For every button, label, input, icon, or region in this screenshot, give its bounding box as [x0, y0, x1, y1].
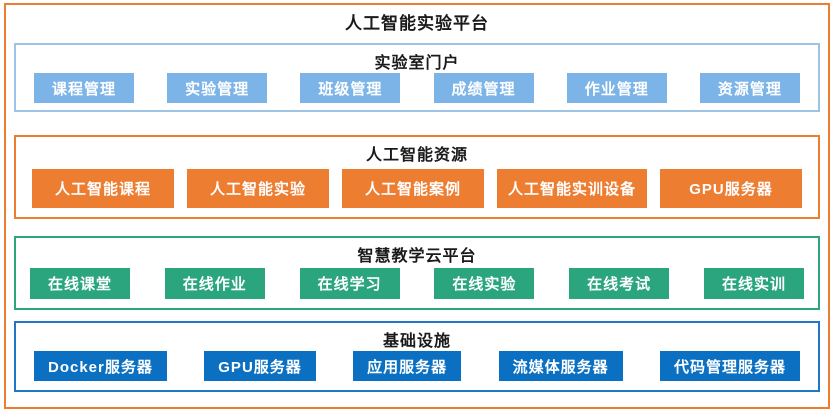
node-homework-management: 作业管理 [566, 73, 667, 103]
node-grade-management: 成绩管理 [433, 73, 534, 103]
platform-diagram-frame: 人工智能实验平台 实验室门户 课程管理 实验管理 班级管理 成绩管理 作业管理 … [4, 3, 830, 409]
layer-teaching-cloud-row: 在线课堂 在线作业 在线学习 在线实验 在线考试 在线实训 [16, 268, 818, 299]
layer-teaching-cloud: 智慧教学云平台 在线课堂 在线作业 在线学习 在线实验 在线考试 在线实训 [14, 236, 820, 310]
node-ai-training-equipment: 人工智能实训设备 [497, 169, 647, 208]
node-ai-experiment: 人工智能实验 [187, 169, 329, 208]
node-experiment-management: 实验管理 [167, 73, 268, 103]
node-course-management: 课程管理 [34, 73, 134, 103]
layer-ai-resources-title: 人工智能资源 [365, 147, 468, 164]
layer-infrastructure: 基础设施 Docker服务器 GPU服务器 应用服务器 流媒体服务器 代码管理服… [14, 321, 820, 392]
layer-ai-resources-row: 人工智能课程 人工智能实验 人工智能案例 人工智能实训设备 GPU服务器 [16, 169, 818, 208]
node-gpu-server: GPU服务器 [660, 169, 802, 208]
layer-lab-portal: 实验室门户 课程管理 实验管理 班级管理 成绩管理 作业管理 资源管理 [14, 43, 820, 112]
node-streaming-server: 流媒体服务器 [498, 351, 623, 381]
layer-infrastructure-row: Docker服务器 GPU服务器 应用服务器 流媒体服务器 代码管理服务器 [16, 351, 818, 381]
node-online-experiment: 在线实验 [434, 268, 535, 299]
layer-ai-resources: 人工智能资源 人工智能课程 人工智能实验 人工智能案例 人工智能实训设备 GPU… [14, 135, 820, 219]
node-online-learning: 在线学习 [299, 268, 400, 299]
layer-teaching-cloud-title: 智慧教学云平台 [357, 248, 477, 265]
node-ai-course: 人工智能课程 [32, 169, 174, 208]
node-online-exam: 在线考试 [569, 268, 670, 299]
node-app-server: 应用服务器 [353, 351, 462, 381]
node-class-management: 班级管理 [300, 73, 401, 103]
diagram-title: 人工智能实验平台 [345, 14, 489, 33]
layer-lab-portal-row: 课程管理 实验管理 班级管理 成绩管理 作业管理 资源管理 [16, 73, 818, 103]
node-online-training: 在线实训 [703, 268, 804, 299]
node-online-classroom: 在线课堂 [30, 268, 130, 299]
node-code-management-server: 代码管理服务器 [659, 351, 800, 381]
node-ai-case: 人工智能案例 [342, 169, 484, 208]
node-docker-server: Docker服务器 [34, 351, 167, 381]
node-online-homework: 在线作业 [164, 268, 265, 299]
layer-infrastructure-title: 基础设施 [382, 333, 451, 350]
node-gpu-server-infra: GPU服务器 [204, 351, 316, 381]
layer-lab-portal-title: 实验室门户 [374, 55, 460, 72]
node-resource-management: 资源管理 [699, 73, 800, 103]
